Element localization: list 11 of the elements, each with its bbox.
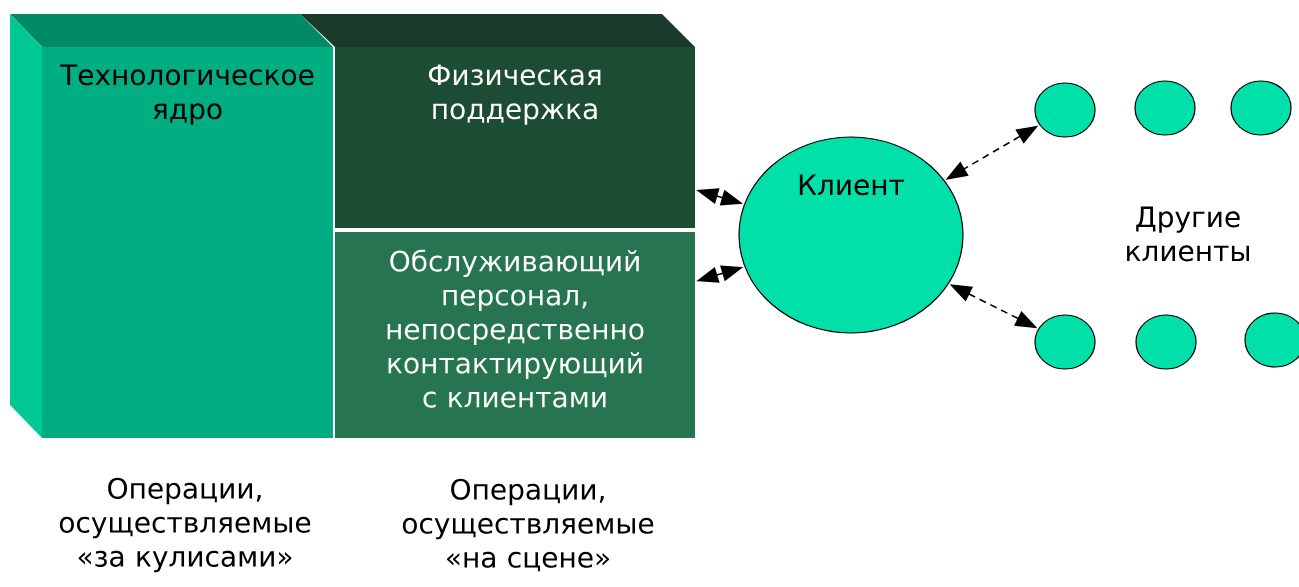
block-box: Технологическое ядро: [10, 14, 333, 438]
block-box: Обслуживающий персонал, непосредственно контактирующий с клиентами: [335, 232, 695, 438]
circle: [1034, 82, 1096, 138]
circle: [1134, 80, 1196, 136]
circle: [1034, 314, 1096, 370]
circle: [1244, 312, 1299, 368]
caption-text: Другие клиенты: [1127, 206, 1249, 262]
caption-text: Операции, осуществляемые «за кулисами»: [59, 477, 311, 573]
circle: [1135, 314, 1197, 370]
caption-text: Операции, осуществляемые «на сцене»: [402, 478, 654, 572]
circle: [1230, 80, 1292, 136]
